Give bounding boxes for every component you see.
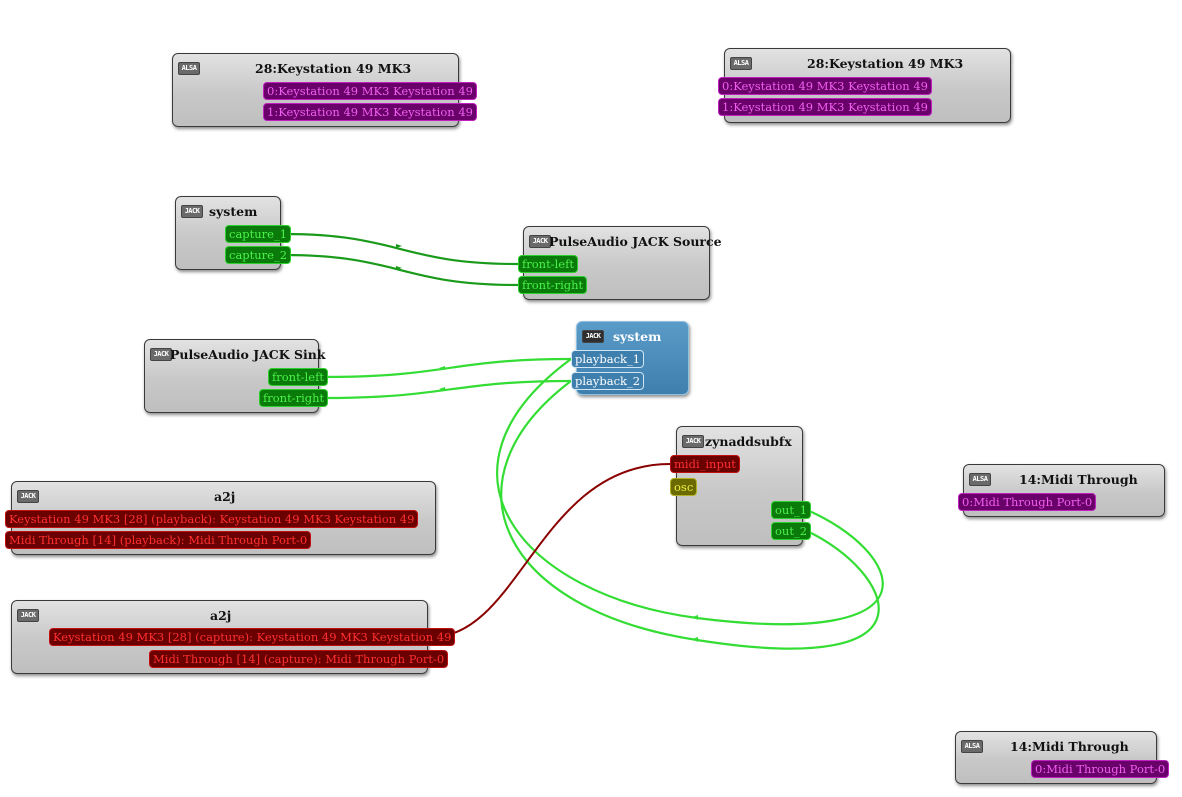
port-a2j-midithrough-playback[interactable]: Midi Through [14] (playback): Midi Throu… <box>5 531 312 549</box>
alsa-icon: ALSA <box>961 740 983 753</box>
port-a2j-midithrough-capture[interactable]: Midi Through [14] (capture): Midi Throug… <box>149 650 449 668</box>
wire-arrow <box>439 387 445 391</box>
port-playback-2[interactable]: playback_2 <box>571 372 645 390</box>
node-title: a2j <box>214 489 236 504</box>
jack-icon: JACK <box>17 490 39 503</box>
wire-arrow <box>396 244 402 248</box>
port-playback-1[interactable]: playback_1 <box>571 350 645 368</box>
port-keystation-1[interactable]: 1:Keystation 49 MK3 Keystation 49 <box>718 98 932 116</box>
wire-a2jcapture-midiinput[interactable] <box>431 463 671 638</box>
port-front-left[interactable]: front-left <box>268 368 328 386</box>
port-a2j-keystation-capture[interactable]: Keystation 49 MK3 [28] (capture): Keysta… <box>49 628 456 646</box>
node-title: PulseAudio JACK Sink <box>170 347 326 362</box>
port-midi-input[interactable]: midi_input <box>670 455 740 473</box>
node-title: 14:Midi Through <box>1019 472 1138 487</box>
node-title: system <box>209 204 258 219</box>
node-title: zynaddsubfx <box>705 434 792 449</box>
port-out-1[interactable]: out_1 <box>771 501 812 519</box>
node-pulseaudio-sink[interactable]: JACK PulseAudio JACK Sink <box>144 339 326 413</box>
wire-arrow <box>692 615 698 620</box>
jack-icon: JACK <box>682 435 704 448</box>
port-midithrough-0[interactable]: 0:Midi Through Port-0 <box>1031 760 1170 778</box>
port-front-right[interactable]: front-right <box>259 389 329 407</box>
wire-sinkright-playback2[interactable] <box>322 379 572 400</box>
port-capture-1[interactable]: capture_1 <box>225 225 292 243</box>
jack-icon: JACK <box>150 348 172 361</box>
port-out-2[interactable]: out_2 <box>771 522 812 540</box>
wire-capture2-frontright[interactable] <box>283 253 519 287</box>
wire-sinkleft-playback1[interactable] <box>322 357 572 379</box>
wire-arrow <box>396 266 402 270</box>
alsa-icon: ALSA <box>178 62 200 75</box>
port-a2j-keystation-playback[interactable]: Keystation 49 MK3 [28] (playback): Keyst… <box>5 510 419 528</box>
port-capture-2[interactable]: capture_2 <box>225 246 292 264</box>
wire-arrow <box>692 637 698 642</box>
node-title: 14:Midi Through <box>1010 739 1129 754</box>
jack-icon: JACK <box>17 609 39 622</box>
node-title: 28:Keystation 49 MK3 <box>255 61 412 76</box>
port-midithrough-0[interactable]: 0:Midi Through Port-0 <box>958 493 1097 511</box>
node-title: a2j <box>210 608 232 623</box>
alsa-icon: ALSA <box>730 57 752 70</box>
node-title: 28:Keystation 49 MK3 <box>807 56 964 71</box>
jack-icon: JACK <box>181 205 203 218</box>
alsa-icon: ALSA <box>969 473 991 486</box>
port-keystation-1[interactable]: 1:Keystation 49 MK3 Keystation 49 <box>263 103 477 121</box>
wire-arrow <box>439 366 445 370</box>
node-pulseaudio-source[interactable]: JACK PulseAudio JACK Source <box>523 226 722 300</box>
jack-icon: JACK <box>582 330 604 343</box>
wire-capture1-frontleft[interactable] <box>283 232 519 266</box>
port-front-right[interactable]: front-right <box>518 276 588 294</box>
port-osc[interactable]: osc <box>670 478 698 496</box>
node-title: PulseAudio JACK Source <box>549 234 722 249</box>
jack-icon: JACK <box>529 235 551 248</box>
port-keystation-0[interactable]: 0:Keystation 49 MK3 Keystation 49 <box>718 77 932 95</box>
port-front-left[interactable]: front-left <box>518 255 578 273</box>
node-title: system <box>613 329 662 344</box>
port-keystation-0[interactable]: 0:Keystation 49 MK3 Keystation 49 <box>263 82 477 100</box>
